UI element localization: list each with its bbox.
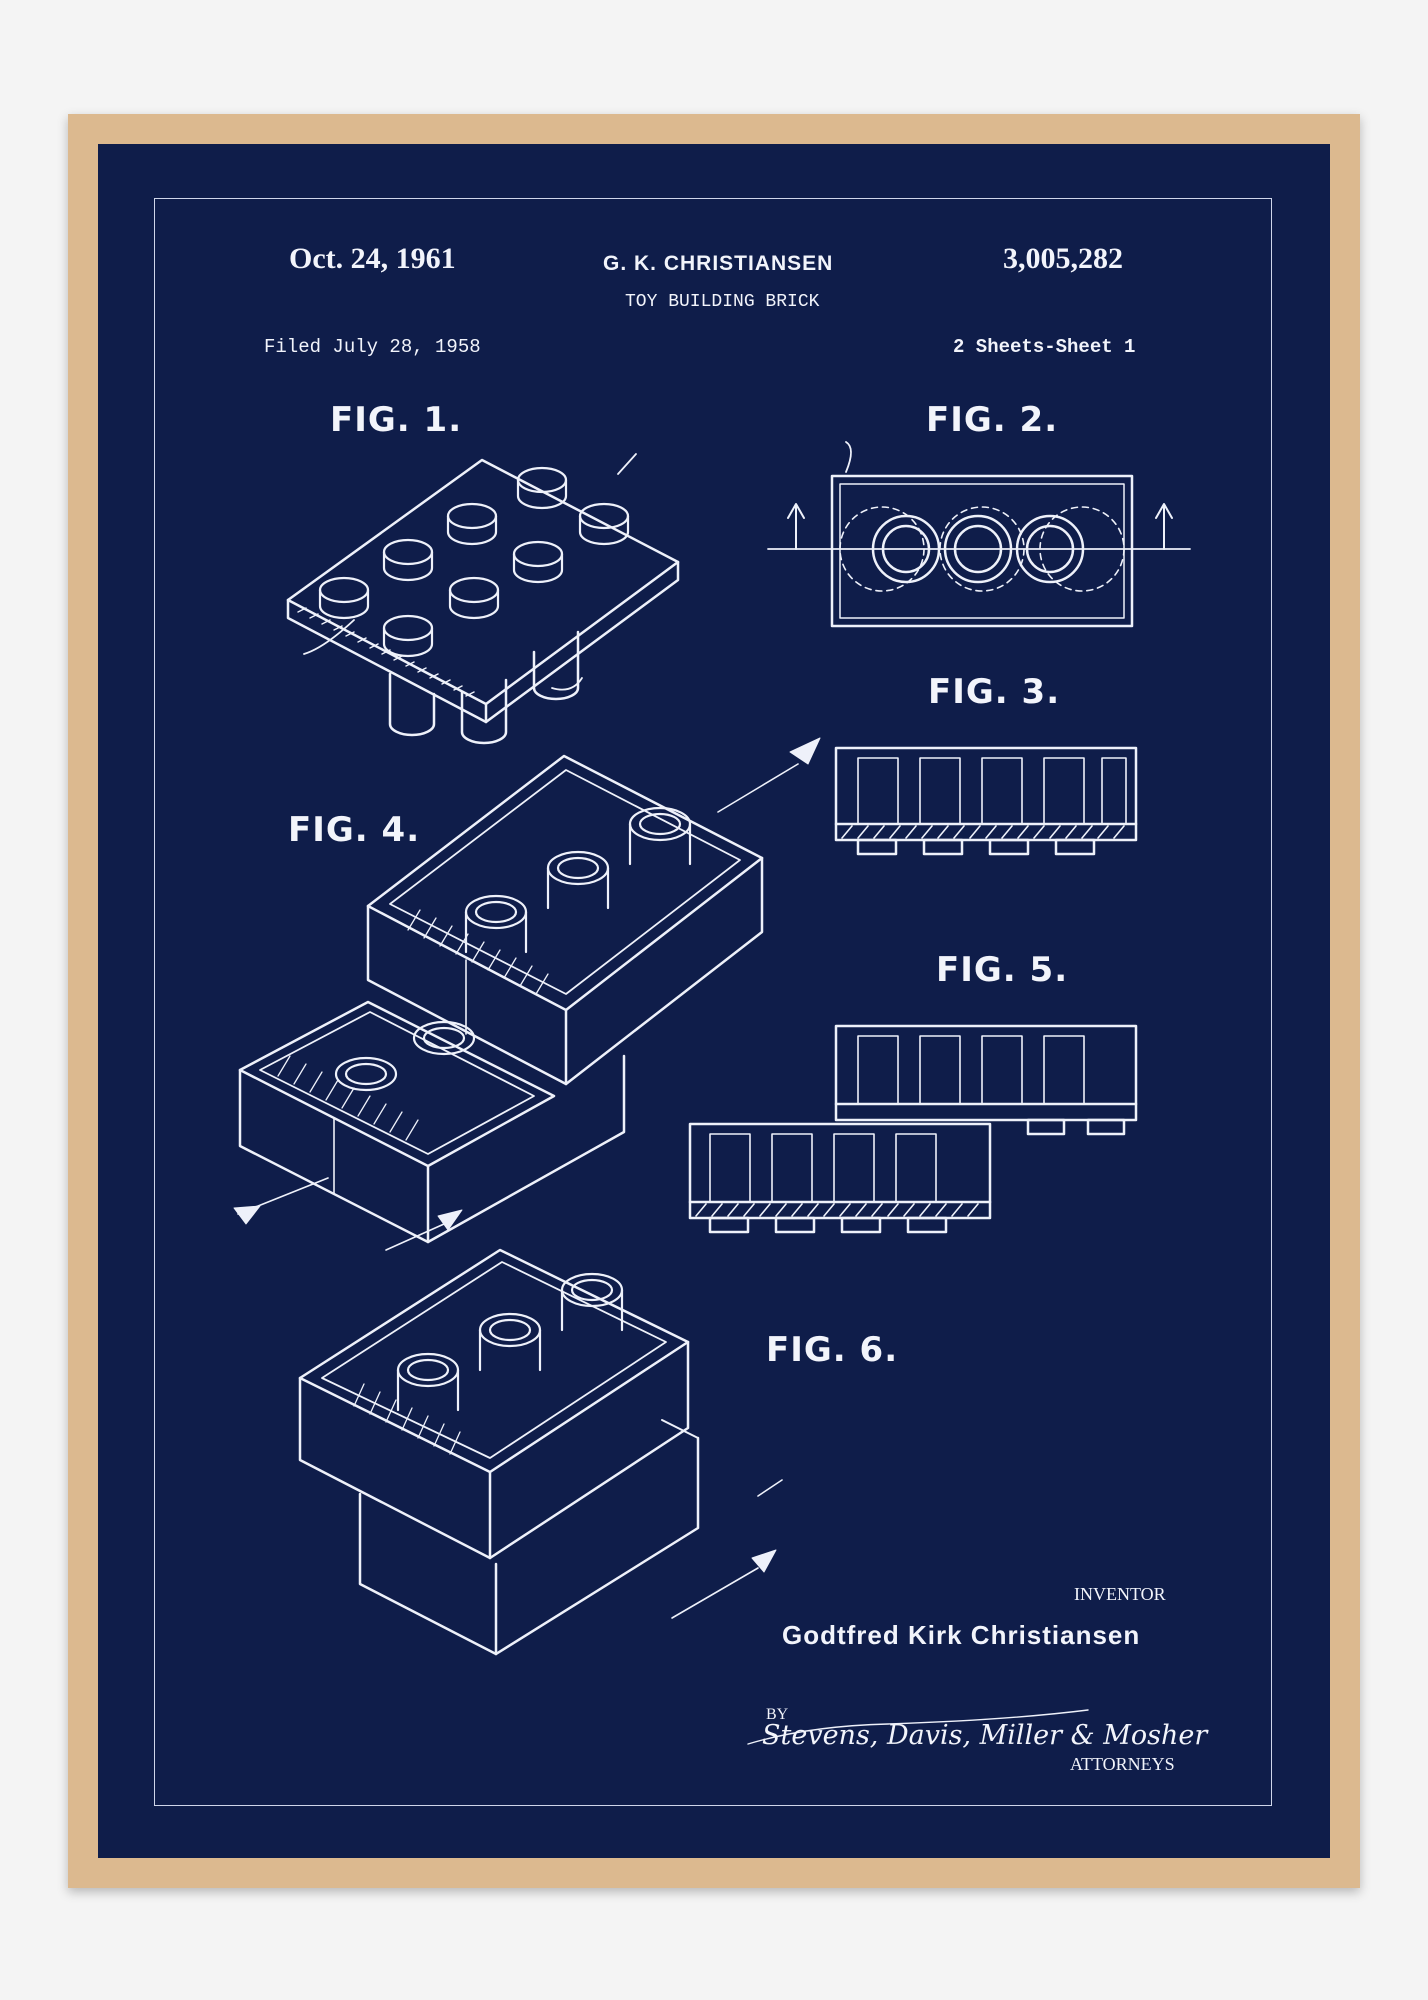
blueprint-poster: Oct. 24, 1961 G. K. CHRISTIANSEN 3,005,2… — [98, 144, 1330, 1858]
attorneys-label: ATTORNEYS — [1070, 1754, 1175, 1774]
patent-title: TOY BUILDING BRICK — [625, 292, 820, 312]
poster-border — [154, 198, 1272, 1806]
patent-number: 3,005,282 — [1003, 242, 1123, 275]
fig-6-label: FIG. 6. — [766, 1330, 899, 1370]
fig-5-drawing — [688, 1024, 1138, 1234]
signature-underline — [747, 1709, 1089, 1745]
fig-3-label: FIG. 3. — [928, 672, 1061, 712]
fig-1-drawing — [286, 453, 680, 745]
fig-4-drawing — [233, 737, 821, 1244]
fig-4-label: FIG. 4. — [288, 810, 421, 850]
fig-3-drawing — [834, 746, 1138, 856]
inventor-full-name: Godtfred Kirk Christiansen — [782, 1620, 1141, 1650]
fig-2-drawing — [767, 441, 1191, 628]
inventor-label: INVENTOR — [1074, 1584, 1166, 1604]
patent-drawings — [233, 441, 1191, 1745]
inventor-header: G. K. CHRISTIANSEN — [603, 252, 834, 275]
filed-date: Filed July 28, 1958 — [264, 336, 481, 358]
fig-6-drawing — [298, 1209, 783, 1656]
fig-2-label: FIG. 2. — [926, 400, 1059, 440]
by-label: BY — [766, 1706, 789, 1723]
fig-1-label: FIG. 1. — [330, 400, 463, 440]
wooden-frame: Oct. 24, 1961 G. K. CHRISTIANSEN 3,005,2… — [68, 114, 1360, 1888]
patent-date: Oct. 24, 1961 — [289, 242, 456, 275]
fig-5-label: FIG. 5. — [936, 950, 1069, 990]
attorneys-signature: Stevens, Davis, Miller & Mosher — [762, 1720, 1208, 1751]
sheet-count: 2 Sheets-Sheet 1 — [953, 336, 1136, 358]
